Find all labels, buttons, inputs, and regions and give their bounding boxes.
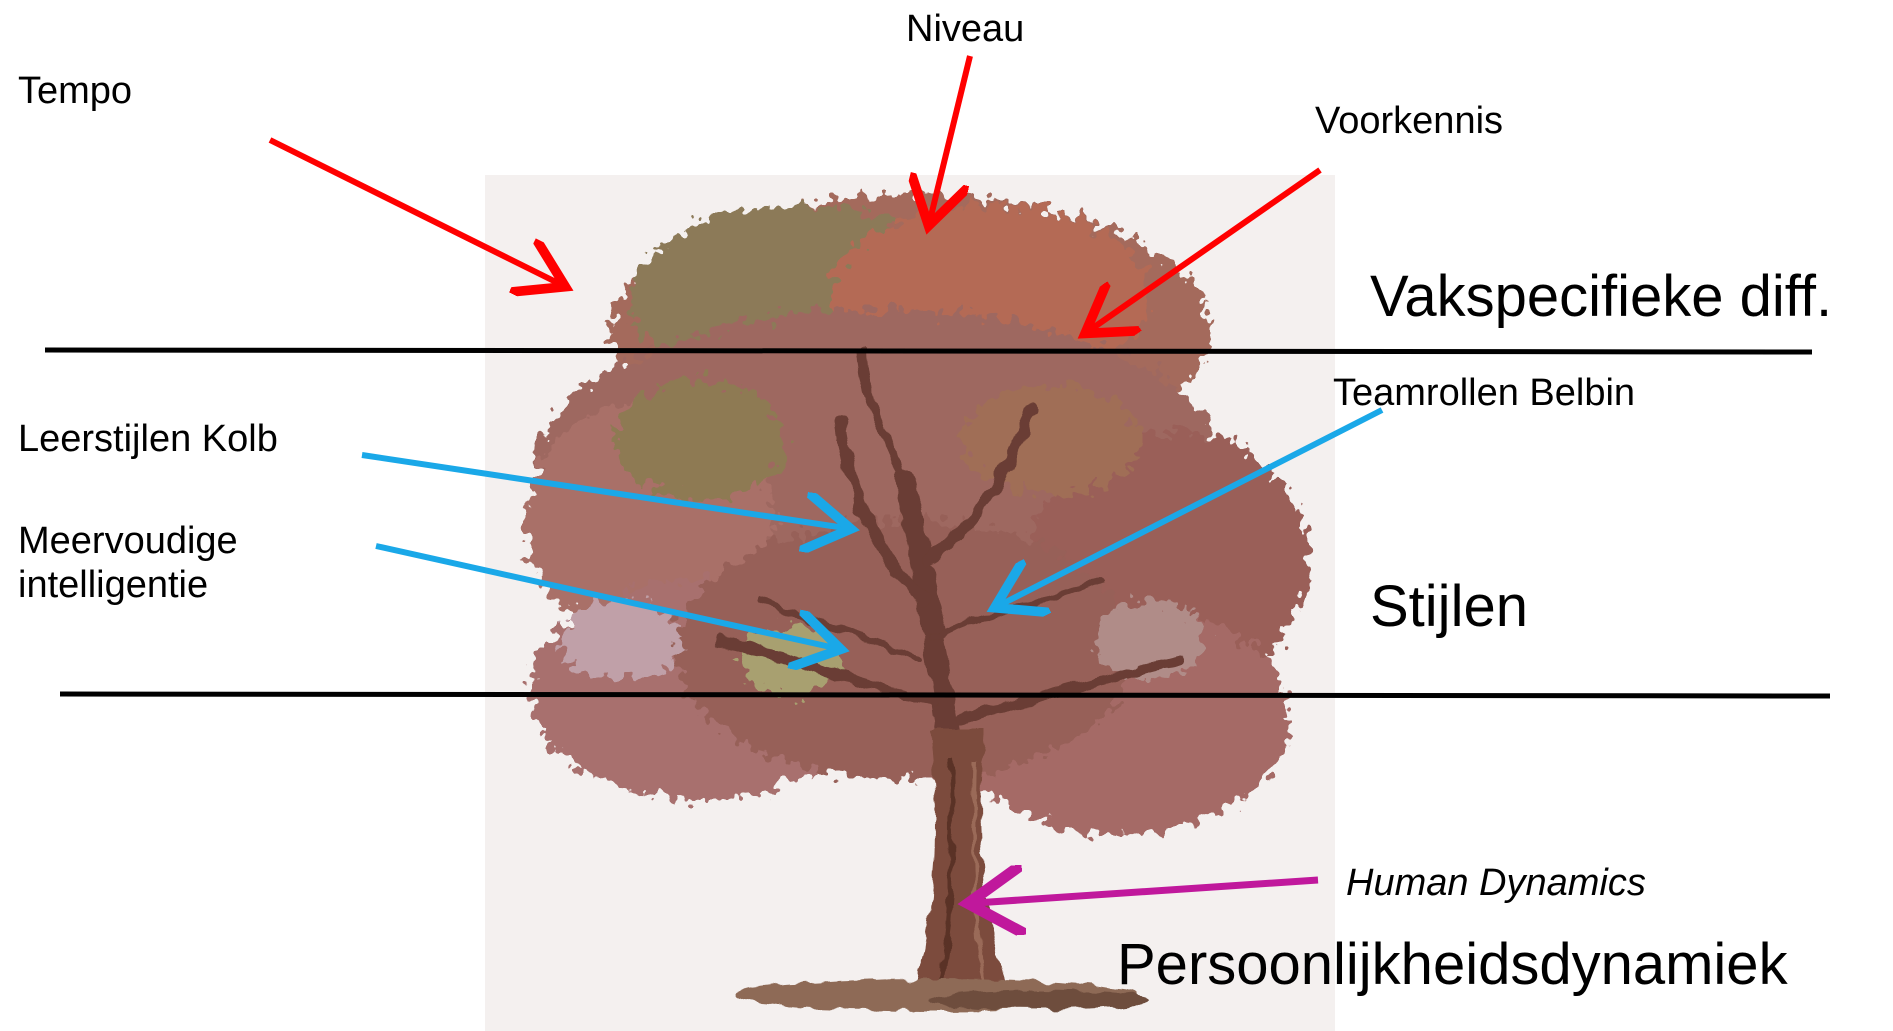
- tempo-label: Tempo: [18, 70, 132, 114]
- bottom-divider-line: [60, 694, 1830, 696]
- persoonlijkheid-label: Persoonlijkheidsdynamiek: [1117, 932, 1788, 999]
- human-dynamics-label: Human Dynamics: [1346, 862, 1646, 906]
- top-divider-line: [45, 350, 1812, 352]
- teamrollen-label: Teamrollen Belbin: [1333, 372, 1635, 416]
- vakspecifieke-label: Vakspecifieke diff.: [1370, 264, 1832, 331]
- stijlen-label: Stijlen: [1370, 574, 1528, 641]
- meervoudige-label: Meervoudige intelligentie: [18, 520, 318, 607]
- leerstijlen-label: Leerstijlen Kolb: [18, 418, 278, 462]
- voorkennis-label: Voorkennis: [1315, 100, 1503, 144]
- niveau-label: Niveau: [906, 8, 1024, 52]
